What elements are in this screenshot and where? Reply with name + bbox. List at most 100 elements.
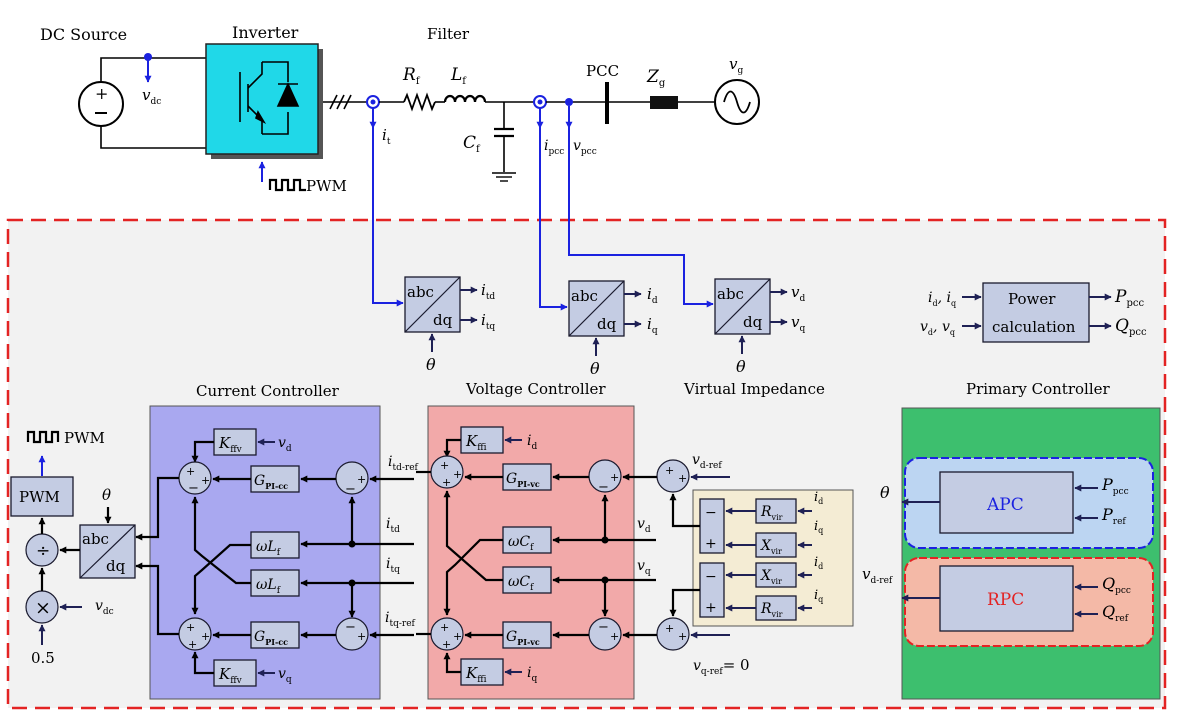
svg-text:+: +	[186, 621, 195, 634]
rf-resistor	[403, 92, 436, 112]
svg-text:−: −	[345, 482, 356, 497]
svg-text:+: +	[357, 630, 366, 643]
omega-cf-top-block	[502, 526, 552, 554]
primary-controller: APC Ppcc Pref θ RPC Qpcc Qref vd-ref	[862, 457, 1154, 647]
svg-text:id: id	[814, 555, 823, 571]
svg-text:dq: dq	[106, 557, 126, 575]
rpc-vdref-out: v	[862, 565, 871, 583]
svg-text:θ: θ	[736, 357, 746, 376]
svg-text:Pref: Pref	[1101, 505, 1126, 527]
cf-symbol: C	[463, 133, 476, 153]
svg-text:vg: vg	[729, 55, 743, 76]
svg-text:iq: iq	[814, 588, 823, 604]
gpicc-top-block	[250, 465, 300, 493]
svg-text:+: +	[442, 638, 451, 651]
rf-symbol: R	[402, 65, 416, 85]
svg-text:vq: vq	[791, 313, 805, 334]
it-subscript: t	[387, 137, 391, 147]
zg-symbol: Z	[646, 67, 660, 87]
cf-subscript: f	[476, 144, 481, 155]
svg-text:vd: vd	[278, 435, 292, 454]
svg-text:abc: abc	[717, 285, 744, 303]
current-controller: Kffv vd + − + GPI-cc − + itd-ref ωLf ωLf…	[135, 428, 419, 687]
svg-text:Kffv: Kffv	[218, 665, 243, 686]
svg-text:+: +	[678, 630, 687, 643]
svg-text:+: +	[440, 459, 449, 472]
svg-text:iq: iq	[527, 665, 537, 684]
svg-text:+: +	[665, 622, 674, 635]
svg-text:GPI-vc: GPI-vc	[506, 471, 540, 489]
power-calculation-block: Power calculation id, iq vd, vq Ppcc Qpc…	[920, 282, 1147, 343]
apc-theta-out: θ	[880, 483, 890, 502]
filter-label: Filter	[427, 25, 470, 43]
svg-text:id: id	[527, 433, 537, 452]
svg-text:θ: θ	[426, 355, 436, 374]
svg-text:+: +	[678, 472, 687, 485]
pwm-wave-icon	[268, 178, 306, 192]
svg-text:+: +	[442, 476, 451, 489]
virtual-impedance: + + vd-ref + + vq-ref= 0 − + Rvir Xvir i…	[622, 452, 823, 677]
svg-text:dq: dq	[743, 313, 763, 331]
zg-impedance	[650, 96, 678, 109]
svg-text:+: +	[201, 474, 210, 487]
rf-subscript: f	[416, 76, 421, 87]
ipcc-subscript: pcc	[548, 147, 564, 157]
svg-text:itq-ref: itq-ref	[385, 610, 416, 629]
svg-text:Power: Power	[1008, 290, 1056, 308]
inverter-label: Inverter	[232, 23, 299, 42]
pcc-label: PCC	[586, 62, 619, 80]
dc-bottom-wire	[100, 126, 207, 149]
svg-text:ωCf: ωCf	[508, 574, 534, 593]
rvir-bottom-block	[755, 595, 797, 621]
it-symbol: i	[382, 126, 387, 144]
vg-symbol: v	[729, 55, 738, 73]
lf-symbol: L	[450, 65, 462, 85]
svg-text:GPI-vc: GPI-vc	[506, 629, 540, 647]
pwm-input-label: PWM	[306, 177, 347, 195]
svg-text:vdc: vdc	[95, 598, 114, 617]
power-stage: DC Source + vdc Inverter PWM	[40, 23, 760, 195]
svg-text:abc: abc	[407, 283, 434, 301]
kffi-bottom-block	[460, 658, 504, 686]
lf-inductor	[443, 94, 487, 103]
transform-vpcc: abc dq vd vq θ	[714, 278, 805, 376]
svg-text:+: +	[440, 621, 449, 634]
svg-text:+: +	[610, 471, 619, 484]
svg-text:Rf: Rf	[402, 65, 421, 87]
apc-label: APC	[986, 495, 1024, 515]
svg-text:Qpcc: Qpcc	[1102, 574, 1131, 596]
svg-text:÷: ÷	[36, 541, 50, 561]
ac-wave-icon	[723, 90, 751, 114]
dc-top-wire	[100, 57, 207, 82]
svg-text:+: +	[186, 465, 195, 478]
gpivc-top-block	[502, 463, 552, 491]
svg-text:Ppcc: Ppcc	[1114, 287, 1144, 309]
primary-controller-region	[901, 407, 1161, 700]
svg-text:GPI-cc: GPI-cc	[254, 473, 288, 491]
svg-text:vd: vd	[791, 283, 805, 304]
svg-text:×: ×	[35, 597, 51, 619]
svg-text:Xvir: Xvir	[760, 568, 782, 586]
svg-text:vq: vq	[637, 558, 651, 577]
svg-text:vd: vd	[637, 516, 651, 535]
svg-text:Rvir: Rvir	[760, 504, 783, 522]
svg-text:Cf: Cf	[463, 133, 481, 155]
svg-text:iq: iq	[814, 519, 823, 535]
svg-text:Ppcc: Ppcc	[1101, 475, 1129, 497]
svg-text:−: −	[188, 481, 199, 496]
svg-text:+: +	[357, 473, 366, 486]
voltage-controller: Kffi id + + + GPI-vc − + ωCf ωCf vd vq +…	[416, 426, 656, 686]
svg-text:+: +	[610, 630, 619, 643]
svg-text:Qpcc: Qpcc	[1115, 316, 1147, 338]
svg-text:−: −	[705, 505, 717, 521]
svg-text:Zg: Zg	[646, 67, 666, 89]
dc-plus-glyph: +	[95, 84, 108, 103]
rpc-block	[939, 565, 1074, 632]
pwm-out-wave-icon	[26, 430, 60, 444]
three-phase-marker	[329, 94, 352, 110]
igbt-icon	[239, 61, 300, 135]
svg-text:itd: itd	[481, 281, 495, 302]
svg-text:ωLf: ωLf	[256, 539, 281, 558]
svg-text:vq-ref= 0: vq-ref= 0	[693, 656, 750, 677]
